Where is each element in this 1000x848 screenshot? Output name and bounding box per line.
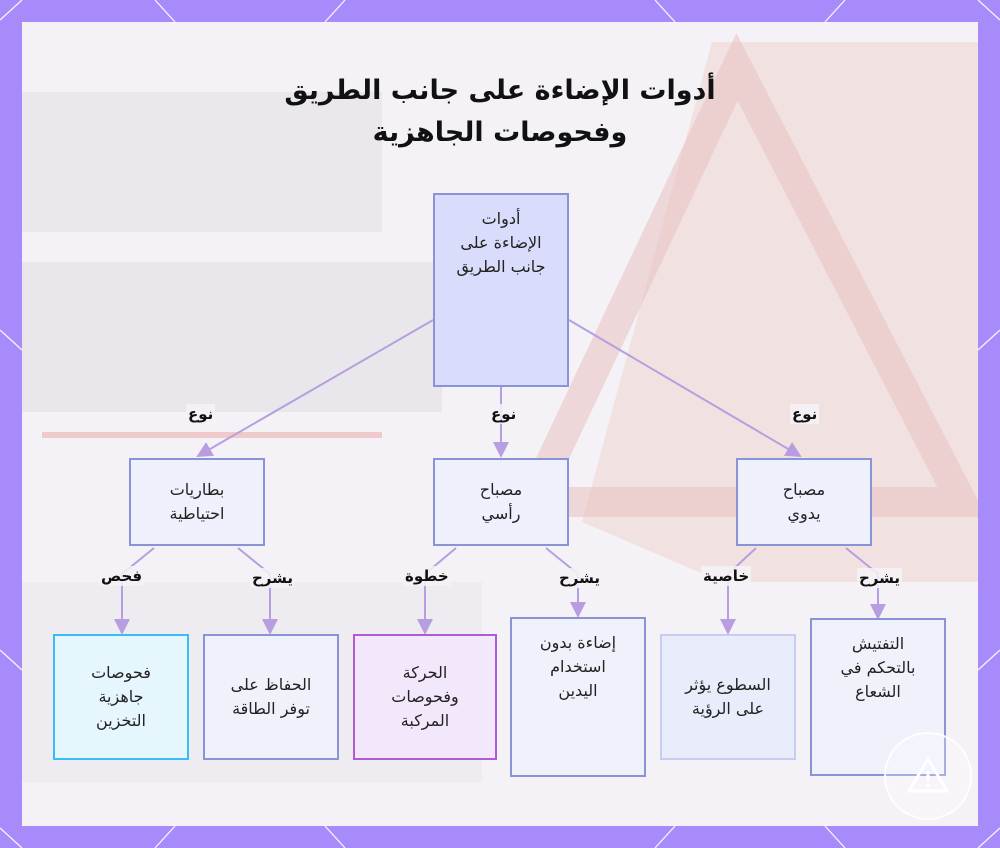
- node-label: مصباح رأسي: [479, 480, 523, 523]
- node-power-availability[interactable]: الحفاظ على توفر الطاقة: [203, 634, 339, 760]
- node-label: الحركة وفحوصات المركبة: [391, 663, 459, 730]
- triangle-warning-icon: [906, 756, 950, 793]
- edge-flashlight-brightness: [720, 547, 757, 635]
- edge-label-property: خاصية: [701, 566, 752, 586]
- title-line-1: أدوات الإضاءة على جانب الطريق: [284, 75, 716, 106]
- edge-label-check: فحص: [99, 566, 145, 586]
- node-label: فحوصات جاهزية التخزين: [91, 663, 151, 730]
- node-label: التفتيش بالتحكم في الشعاع: [840, 634, 916, 701]
- node-label: الحفاظ على توفر الطاقة: [230, 675, 312, 718]
- node-root[interactable]: أدوات الإضاءة على جانب الطريق: [433, 193, 569, 387]
- node-hands-free[interactable]: إضاءة بدون استخدام اليدين: [510, 617, 646, 777]
- edge-label-type: نوع: [489, 404, 519, 424]
- edge-label-explains: يشرح: [857, 568, 903, 588]
- diagram-title: أدوات الإضاءة على جانب الطريق وفحوصات ال…: [0, 70, 1000, 154]
- node-label: بطاريات احتياطية: [169, 480, 225, 523]
- node-storage-readiness[interactable]: فحوصات جاهزية التخزين: [53, 634, 189, 760]
- watermark-emblem: [884, 732, 972, 820]
- node-label: السطوع يؤثر على الرؤية: [685, 675, 771, 718]
- node-beam-inspection[interactable]: التفتيش بالتحكم في الشعاع: [810, 618, 946, 776]
- edge-root-flashlight: [568, 319, 802, 458]
- node-backup-batteries[interactable]: بطاريات احتياطية: [129, 458, 265, 546]
- node-root-label: أدوات الإضاءة على جانب الطريق: [456, 209, 546, 276]
- edge-headlamp-movement: [417, 547, 457, 635]
- node-label: إضاءة بدون استخدام اليدين: [539, 633, 617, 700]
- edge-label-explains: يشرح: [250, 568, 296, 588]
- edge-label-type: نوع: [790, 404, 820, 424]
- edge-root-batteries: [196, 319, 434, 458]
- edge-label-step: خطوة: [403, 566, 451, 586]
- edge-batteries-storage: [114, 547, 155, 635]
- node-brightness-visibility[interactable]: السطوع يؤثر على الرؤية: [660, 634, 796, 760]
- node-headlamp[interactable]: مصباح رأسي: [433, 458, 569, 546]
- title-line-2: وفحوصات الجاهزية: [372, 117, 628, 148]
- node-flashlight[interactable]: مصباح يدوي: [736, 458, 872, 546]
- node-label: مصباح يدوي: [782, 480, 826, 523]
- edge-label-type: نوع: [186, 404, 216, 424]
- node-movement-vehicle-checks[interactable]: الحركة وفحوصات المركبة: [353, 634, 497, 760]
- edge-label-explains: يشرح: [557, 568, 603, 588]
- edge-batteries-power: [237, 547, 278, 635]
